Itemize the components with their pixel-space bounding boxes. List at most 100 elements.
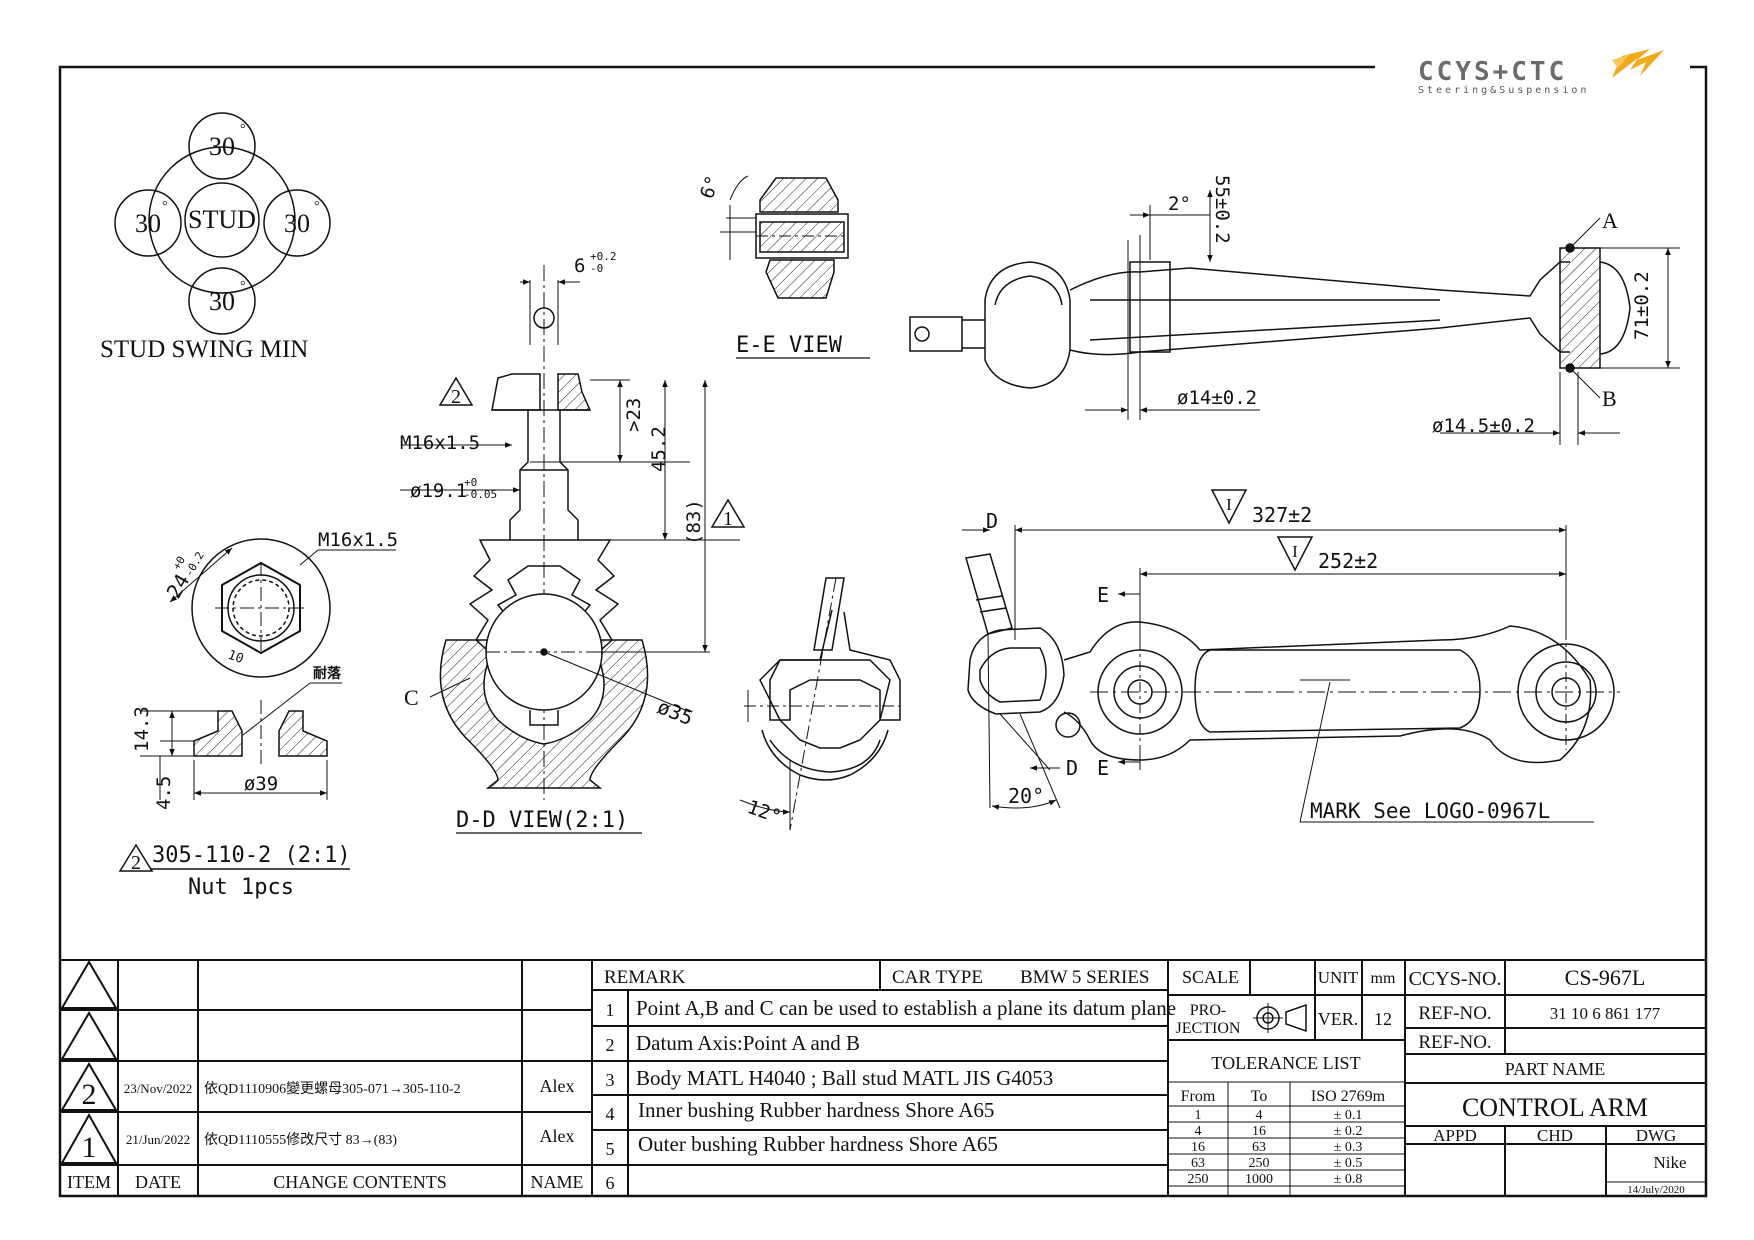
tol-row3-to: 63 [1252, 1140, 1266, 1155]
swing-view [739, 577, 901, 831]
swing-left-value: 30 [135, 209, 161, 238]
swing-top-value: 30 [209, 132, 235, 161]
side-bore-left: ø14±0.2 [1177, 387, 1257, 409]
plan-section-e-top: E [1097, 583, 1109, 607]
remark-2-text: Datum Axis:Point A and B [636, 1031, 860, 1055]
dd-view-label: D-D VIEW(2:1) [456, 808, 628, 833]
ee-view-section [720, 175, 849, 299]
tol-header-iso: ISO 2769m [1311, 1088, 1386, 1105]
side-view [909, 190, 1680, 445]
plan-view [962, 525, 1620, 823]
swing-right-value: 30 [284, 209, 310, 238]
remark-title: REMARK [604, 967, 686, 988]
plan-length-total: 327±2 [1252, 503, 1312, 527]
remark-4-no: 4 [606, 1104, 615, 1124]
tol-row3-from: 16 [1191, 1140, 1205, 1155]
side-point-b: B [1602, 386, 1617, 411]
tol-row4-to: 250 [1249, 1156, 1270, 1171]
swing-bottom-degree: ° [240, 279, 246, 294]
title-block [59, 959, 1707, 1197]
side-height: 55±0.2 [1211, 175, 1233, 244]
ccys-no-label: CCYS-NO. [1409, 968, 1502, 990]
rev-row3-date: 23/Nov/2022 [124, 1081, 193, 1096]
remark-6-no: 6 [606, 1173, 615, 1193]
tol-row4-value: ± 0.5 [1334, 1156, 1363, 1171]
nut-height-dim: 14.3 [131, 706, 153, 752]
company-logo: CCYS+CTC Steering&Suspension [1418, 49, 1664, 96]
rev-row3-symbol: 2 [82, 1078, 97, 1111]
dd-dim-23: >23 [623, 398, 645, 432]
plan-angle: 20° [1008, 784, 1044, 808]
plan-datum-symbol-2: I [1292, 542, 1298, 561]
side-point-a: A [1602, 208, 1618, 233]
projection-label-1: PRO- [1190, 1002, 1226, 1019]
side-width-right: 71±0.2 [1631, 271, 1653, 340]
nut-flange-dim: 4.5 [153, 776, 175, 810]
tol-row4-from: 63 [1191, 1156, 1205, 1171]
dd-pin-tol-lower: -0 [590, 262, 603, 275]
swing-left-degree: ° [162, 199, 168, 214]
side-bore-right: ø14.5±0.2 [1432, 415, 1535, 437]
stud-swing-diagram [114, 112, 331, 335]
tol-header-to: To [1251, 1088, 1268, 1105]
nut-part-number: 305-110-2 (2:1) [152, 843, 351, 868]
rev-row4-name: Alex [540, 1126, 575, 1146]
dwg-date: 14/July/2020 [1627, 1184, 1685, 1196]
dd-view-section [400, 265, 740, 800]
ee-angle: 6° [696, 173, 725, 202]
unit-value: mm [1371, 970, 1396, 987]
ccys-no-value: CS-967L [1565, 965, 1646, 990]
projection-label-2: JECTION [1176, 1020, 1241, 1037]
swing-top-degree: ° [240, 122, 246, 137]
nut-diameter-dim: ø39 [244, 773, 278, 795]
dwg-name: Nike [1653, 1153, 1686, 1172]
rev-row3-name: Alex [540, 1076, 575, 1096]
ref-no-label: REF-NO. [1418, 1003, 1491, 1024]
ver-label: VER. [1318, 1009, 1359, 1029]
plan-section-d-bottom: D [1066, 756, 1078, 780]
rev-header-name: NAME [531, 1172, 584, 1192]
dd-ball-dim: ø35 [654, 694, 696, 730]
dd-shank-dim: ø19.1 [410, 480, 467, 502]
ref-no-value: 31 10 6 861 177 [1550, 1004, 1661, 1023]
nut-af-tol-lower: -0.2 [182, 550, 207, 579]
rev-header-date: DATE [135, 1172, 181, 1192]
nut-top-view [169, 538, 396, 678]
dd-shank-tol-upper: +0 [464, 476, 477, 489]
tol-row1-from: 1 [1195, 1108, 1202, 1123]
car-type-value: BMW 5 SERIES [1020, 967, 1150, 988]
logo-tagline: Steering&Suspension [1418, 85, 1589, 96]
plan-section-e-bottom: E [1097, 756, 1109, 780]
tol-row3-value: ± 0.3 [1334, 1140, 1363, 1155]
nut-af-tol-upper: +0 [170, 554, 188, 572]
tol-row2-from: 4 [1195, 1124, 1202, 1139]
dd-point-c: C [404, 685, 419, 710]
part-name-label: PART NAME [1505, 1059, 1605, 1079]
dd-rev-symbol: 2 [451, 386, 461, 408]
remark-2-no: 2 [606, 1035, 615, 1055]
appd-label: APPD [1433, 1126, 1476, 1145]
side-angle: 2° [1168, 193, 1191, 215]
dd-pin-dim: 6 [574, 255, 585, 277]
ee-view-label: E-E VIEW [736, 333, 843, 358]
tol-row2-to: 16 [1252, 1124, 1266, 1139]
car-type-label: CAR TYPE [892, 967, 983, 988]
tol-row5-to: 1000 [1245, 1172, 1273, 1187]
ref-no2-label: REF-NO. [1418, 1032, 1491, 1053]
plan-length-inner: 252±2 [1318, 549, 1378, 573]
remark-5-no: 5 [606, 1139, 615, 1159]
rev-row3-contents: 依QD1110906變更螺母305-071→305-110-2 [204, 1081, 461, 1097]
swing-right-degree: ° [314, 199, 320, 214]
tol-row2-value: ± 0.2 [1334, 1124, 1363, 1139]
rev-row4-date: 21/Jun/2022 [126, 1132, 190, 1147]
dd-dim-83: (83) [683, 499, 705, 545]
tol-row1-to: 4 [1256, 1108, 1263, 1123]
remark-3-text: Body MATL H4040 ; Ball stud MATL JIS G40… [636, 1066, 1053, 1090]
logo-brand: CCYS+CTC [1418, 57, 1567, 87]
nut-inner-mark: 10 [226, 648, 246, 667]
tolerance-title: TOLERANCE LIST [1211, 1053, 1360, 1073]
plan-datum-symbol-1: I [1226, 495, 1232, 514]
stud-swing-title: STUD SWING MIN [100, 336, 308, 363]
part-name-value: CONTROL ARM [1462, 1093, 1648, 1122]
